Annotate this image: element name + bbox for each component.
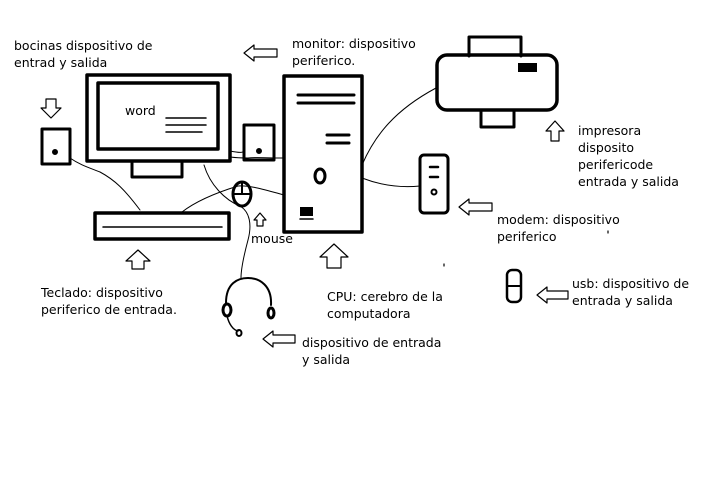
left-speaker-icon xyxy=(40,127,72,166)
monitor-label: monitor: dispositivo periferico. xyxy=(292,36,416,68)
arrow-up-icon xyxy=(545,120,565,142)
stray-marks xyxy=(443,230,609,267)
screen-word-label: word xyxy=(125,103,156,118)
speakers-label: bocinas dispositivo de entrad y salida xyxy=(14,38,153,70)
headphones-icon xyxy=(221,277,276,337)
arrows xyxy=(40,44,569,348)
modem-label: modem: dispositivo periferico xyxy=(497,212,620,244)
headphones-label: dispositivo de entrada y salida xyxy=(302,335,442,367)
cables xyxy=(69,87,437,279)
modem-icon xyxy=(418,153,450,215)
keyboard-icon xyxy=(93,211,231,241)
arrow-left-icon xyxy=(262,330,296,348)
cpu-tower-icon xyxy=(282,74,364,234)
usb-label: usb: dispositivo de entrada y salida xyxy=(572,276,690,308)
mouse-label: mouse xyxy=(251,231,293,246)
arrow-up-icon xyxy=(253,212,267,227)
arrow-down-icon xyxy=(40,98,62,119)
printer-label: impresora disposito perifericode entrada… xyxy=(578,123,679,189)
keyboard-label: Teclado: dispositivo periferico de entra… xyxy=(41,285,177,317)
mouse-icon xyxy=(231,180,253,208)
arrow-left-icon xyxy=(536,286,569,304)
arrow-left-icon xyxy=(458,198,493,216)
arrow-up-icon xyxy=(125,249,151,270)
cpu-label: CPU: cerebro de la computadora xyxy=(327,289,443,321)
arrow-up-icon xyxy=(319,243,349,269)
arrow-left-icon xyxy=(243,44,278,62)
right-speaker-icon xyxy=(242,123,276,162)
usb-icon xyxy=(505,268,523,304)
printer-icon xyxy=(435,35,559,129)
monitor-icon xyxy=(85,73,232,179)
